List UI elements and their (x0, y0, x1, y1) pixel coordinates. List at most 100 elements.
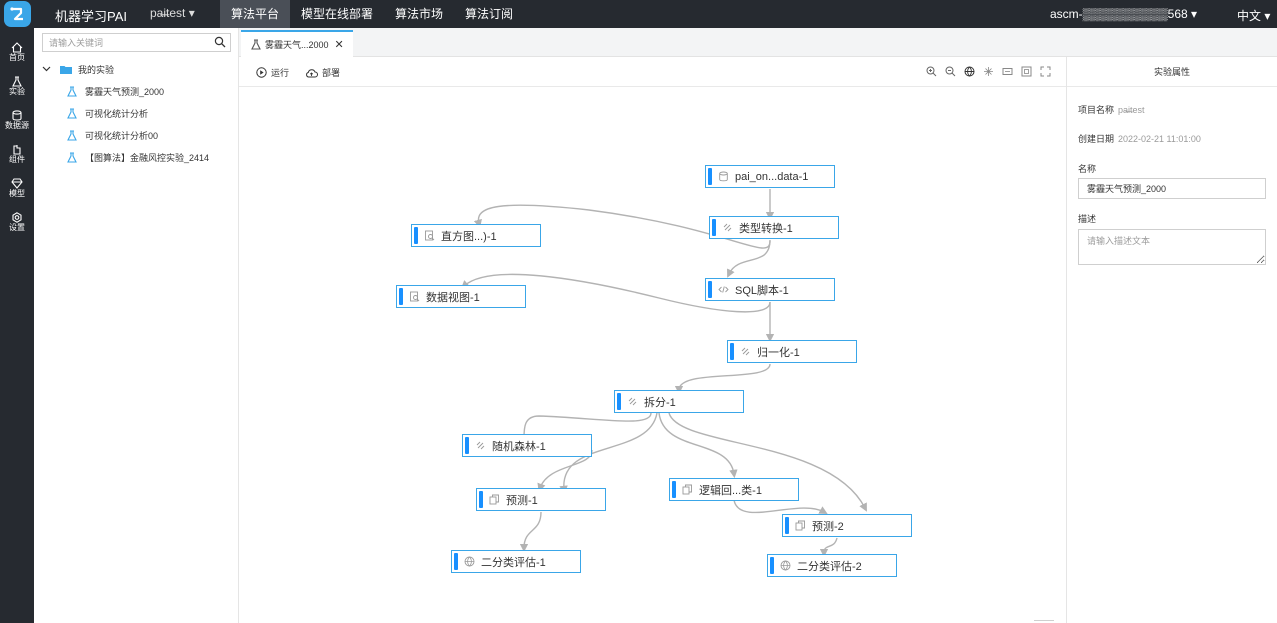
pai-logo-icon (10, 7, 23, 21)
component-icon (13, 145, 21, 155)
zoom-in-button[interactable] (922, 66, 941, 78)
canvas-tools (922, 66, 1055, 78)
node-status-bar (730, 343, 734, 360)
node-predict-1[interactable]: 预测-1 (476, 488, 606, 511)
node-random-forest[interactable]: 随机森林-1 (462, 434, 592, 457)
tree-item-label: 可视化统计分析 (85, 108, 149, 119)
play-icon (256, 67, 267, 78)
component-icon (723, 223, 732, 232)
language-switcher[interactable]: 中文 ▾ (1237, 9, 1271, 23)
tree-item-experiment[interactable]: 可视化统计分析00 (67, 127, 158, 143)
name-field[interactable] (1078, 178, 1266, 199)
tree-item-experiment[interactable]: 【图算法】金融风控实验_2414 (67, 149, 209, 165)
node-logistic-regression[interactable]: 逻辑回...类-1 (669, 478, 799, 501)
globe-button[interactable] (960, 66, 979, 78)
zoom-out-button[interactable] (941, 66, 960, 78)
top-nav: 算法平台 模型在线部署 算法市场 算法订阅 (220, 0, 524, 28)
node-predict-2[interactable]: 预测-2 (782, 514, 912, 537)
edge (674, 363, 771, 395)
node-histogram[interactable]: 直方图...)-1 (411, 224, 541, 247)
node-normalize[interactable]: 归一化-1 (727, 340, 857, 363)
chevron-down-icon[interactable] (42, 66, 51, 72)
node-sql-script[interactable]: SQL脚本-1 (705, 278, 835, 301)
search-icon[interactable] (214, 36, 226, 48)
tree-item-experiment[interactable]: 可视化统计分析 (67, 105, 148, 121)
rail-label: 模型 (9, 189, 25, 198)
node-status-bar (617, 393, 621, 410)
app-title: 机器学习PAI (55, 9, 127, 24)
nav-model-deploy[interactable]: 模型在线部署 (301, 7, 374, 21)
database-icon (719, 171, 728, 182)
tab-experiment[interactable]: 雾霾天气...2000 ✕ (241, 30, 353, 57)
tree-root-my-experiments[interactable]: 我的实验 (42, 61, 114, 77)
layout-button[interactable] (979, 66, 998, 78)
fullscreen-icon (1040, 66, 1051, 77)
project-switcher[interactable]: pa̶i̶test ▾ (150, 6, 195, 20)
description-field[interactable] (1078, 229, 1266, 265)
rail-settings[interactable]: 设置 (0, 208, 34, 240)
experiment-canvas[interactable]: pai_on...data-1 类型转换-1 直方图...)-1 SQL脚本-1… (239, 88, 1066, 623)
node-status-bar (708, 168, 712, 185)
experiment-tree-panel: 我的实验 雾霾天气预测_2000 可视化统计分析 可视化统计分析00 【图算法】… (34, 28, 239, 623)
node-label: 类型转换-1 (739, 222, 793, 235)
edge (519, 412, 652, 443)
nav-algorithm-subscription[interactable]: 算法订阅 (465, 7, 514, 21)
globe-icon (964, 66, 975, 77)
search-input[interactable] (43, 34, 203, 51)
rail-label: 首页 (9, 53, 25, 62)
tree-item-label: 可视化统计分析00 (85, 130, 159, 141)
node-label: 二分类评估-2 (797, 560, 862, 573)
node-type-convert[interactable]: 类型转换-1 (709, 216, 839, 239)
rail-models[interactable]: 模型 (0, 174, 34, 206)
diamond-icon (11, 178, 23, 189)
deploy-button[interactable]: 部署 (305, 66, 340, 79)
rail-components[interactable]: 组件 (0, 140, 34, 172)
left-rail: 首页 实验 数据源 组件 模型 设置 (0, 28, 34, 623)
node-label: 数据视图-1 (426, 291, 480, 304)
node-status-bar (454, 553, 458, 570)
name-label: 名称 (1078, 164, 1097, 174)
rail-home[interactable]: 首页 (0, 38, 34, 70)
node-data-view[interactable]: 数据视图-1 (396, 285, 526, 308)
fit-screen-button[interactable] (1017, 66, 1036, 78)
component-icon (628, 397, 637, 406)
fullscreen-button[interactable] (1036, 66, 1055, 78)
edge (460, 273, 771, 313)
copy-icon (795, 520, 805, 531)
edge (733, 499, 828, 515)
component-icon (476, 441, 485, 450)
tab-label: 雾霾天气...2000 (265, 40, 329, 50)
globe-icon (780, 560, 791, 571)
pai-logo[interactable] (4, 1, 31, 27)
edge (668, 412, 867, 512)
edge (819, 537, 838, 558)
tree-search (42, 33, 231, 52)
copy-icon (682, 484, 692, 495)
node-status-bar (672, 481, 676, 498)
account-menu[interactable]: ascm-▒▒▒▒▒▒▒▒▒▒568 ▾ (1050, 7, 1198, 21)
folder-icon (60, 65, 72, 74)
project-name-value: pa̶i̶test (1118, 105, 1145, 115)
node-binary-eval-1[interactable]: 二分类评估-1 (451, 550, 581, 573)
tree-item-experiment[interactable]: 雾霾天气预测_2000 (67, 83, 164, 99)
close-icon[interactable]: ✕ (334, 39, 344, 51)
cloud-deploy-icon (306, 68, 318, 77)
report-icon (410, 291, 420, 302)
run-button[interactable]: 运行 (256, 66, 289, 79)
edge (658, 412, 738, 479)
node-binary-eval-2[interactable]: 二分类评估-2 (767, 554, 897, 577)
canvas-resize-grip[interactable] (1034, 620, 1054, 623)
rail-datasource[interactable]: 数据源 (0, 106, 34, 138)
rail-experiment[interactable]: 实验 (0, 72, 34, 104)
component-icon (741, 347, 750, 356)
node-pai-on-data[interactable]: pai_on...data-1 (705, 165, 835, 188)
gear-icon (12, 212, 22, 223)
nav-algorithm-platform[interactable]: 算法平台 (220, 0, 291, 28)
code-icon (718, 286, 729, 293)
nav-algorithm-market[interactable]: 算法市场 (395, 7, 444, 21)
node-split[interactable]: 拆分-1 (614, 390, 744, 413)
fit-width-icon (1002, 68, 1013, 75)
rail-label: 数据源 (5, 121, 29, 130)
fit-width-button[interactable] (998, 66, 1017, 78)
